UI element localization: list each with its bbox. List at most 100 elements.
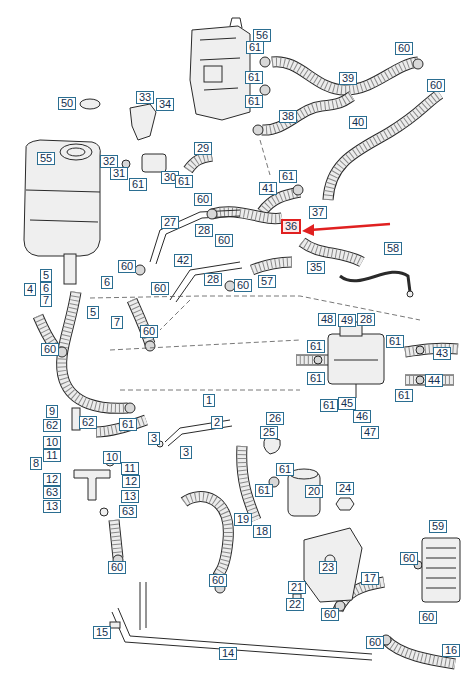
components [24,18,460,660]
callout-text: 24 [339,483,351,494]
callout-number: 61 [307,340,325,353]
callout-number: 13 [43,500,61,513]
callout-text: 60 [212,575,224,586]
callout-text: 50 [61,98,73,109]
callout-number: 28 [204,273,222,286]
callout-text: 60 [422,612,434,623]
callout-text: 61 [122,419,134,430]
callout-text: 8 [33,458,39,469]
callout-number: 44 [425,374,443,387]
callout-number: 62 [43,419,61,432]
callout-number: 63 [119,505,137,518]
callout-text: 60 [430,80,442,91]
callout-number: 20 [305,485,323,498]
callout-number: 61 [175,175,193,188]
callout-number: 60 [419,611,437,624]
callout-text: 61 [389,336,401,347]
callout-text: 62 [46,420,58,431]
callout-text: 59 [432,521,444,532]
callout-number: 10 [43,436,61,449]
callout-number: 60 [215,234,233,247]
callout-number: 48 [318,313,336,326]
callout-text: 12 [46,474,58,485]
callout-text: 60 [121,261,133,272]
callout-text: 6 [104,277,110,288]
callout-number: 60 [395,42,413,55]
callout-text: 60 [218,235,230,246]
callout-text: 61 [132,179,144,190]
callout-text: 6 [43,283,49,294]
callout-text: 57 [261,276,273,287]
callout-number: 60 [321,608,339,621]
callout-text: 56 [256,30,268,41]
callout-text: 60 [154,283,166,294]
callout-text: 32 [103,156,115,167]
callout-number: 25 [260,426,278,439]
callout-number: 59 [429,520,447,533]
callout-number: 38 [279,110,297,123]
callout-text: 23 [322,562,334,573]
callout-number: 61 [276,463,294,476]
callout-text: 46 [356,411,368,422]
callout-number: 60 [41,343,59,356]
callout-text: 3 [183,447,189,458]
callout-number: 43 [433,347,451,360]
callout-number: 35 [307,261,325,274]
callout-number: 28 [195,224,213,237]
callout-text: 31 [113,168,125,179]
callout-text: 5 [90,307,96,318]
callout-text: 60 [369,637,381,648]
callout-number: 11 [43,449,60,462]
callout-number: 60 [194,193,212,206]
callout-text: 60 [44,344,56,355]
callout-text: 44 [428,375,440,386]
callout-text: 60 [398,43,410,54]
dashed-leaders [90,140,420,390]
callout-number: 61 [119,418,137,431]
callout-text: 60 [403,553,415,564]
callout-number: 60 [234,279,252,292]
callout-text: 60 [111,562,123,573]
callout-text: 37 [312,207,324,218]
callout-number: 7 [40,294,52,307]
callout-number: 29 [194,142,212,155]
callout-number: 19 [234,513,252,526]
callout-text: 21 [291,582,303,593]
callout-text: 4 [27,284,33,295]
callout-text: 60 [143,326,155,337]
callout-text: 40 [352,117,364,128]
callout-number: 45 [338,397,356,410]
callout-number: 42 [174,254,192,267]
callout-text: 61 [248,96,260,107]
callout-text: 61 [279,464,291,475]
callout-number: 58 [384,242,402,255]
callout-text: 20 [308,486,320,497]
callout-number: 60 [140,325,158,338]
callout-number: 62 [79,416,97,429]
callout-text: 9 [49,406,55,417]
callout-text: 62 [82,417,94,428]
callout-text: 61 [310,373,322,384]
callout-text: 45 [341,398,353,409]
callout-number: 26 [266,412,284,425]
callout-number: 22 [286,598,304,611]
callout-number: 60 [427,79,445,92]
callout-number: 61 [245,71,263,84]
callout-text: 13 [124,491,136,502]
callout-number: 34 [156,98,174,111]
callout-text: 2 [214,417,220,428]
callout-number: 40 [349,116,367,129]
callout-text: 43 [436,348,448,359]
callout-number: 31 [110,167,128,180]
callout-text: 17 [364,573,376,584]
callout-number: 3 [180,446,192,459]
callout-text: 47 [364,427,376,438]
callout-number: 14 [219,647,237,660]
callout-text: 10 [106,452,118,463]
callout-text: 11 [46,450,57,461]
callout-number: 4 [24,283,36,296]
callout-number: 21 [288,581,306,594]
callout-number: 61 [279,170,297,183]
callout-number: 61 [386,335,404,348]
callout-text: 26 [269,413,281,424]
